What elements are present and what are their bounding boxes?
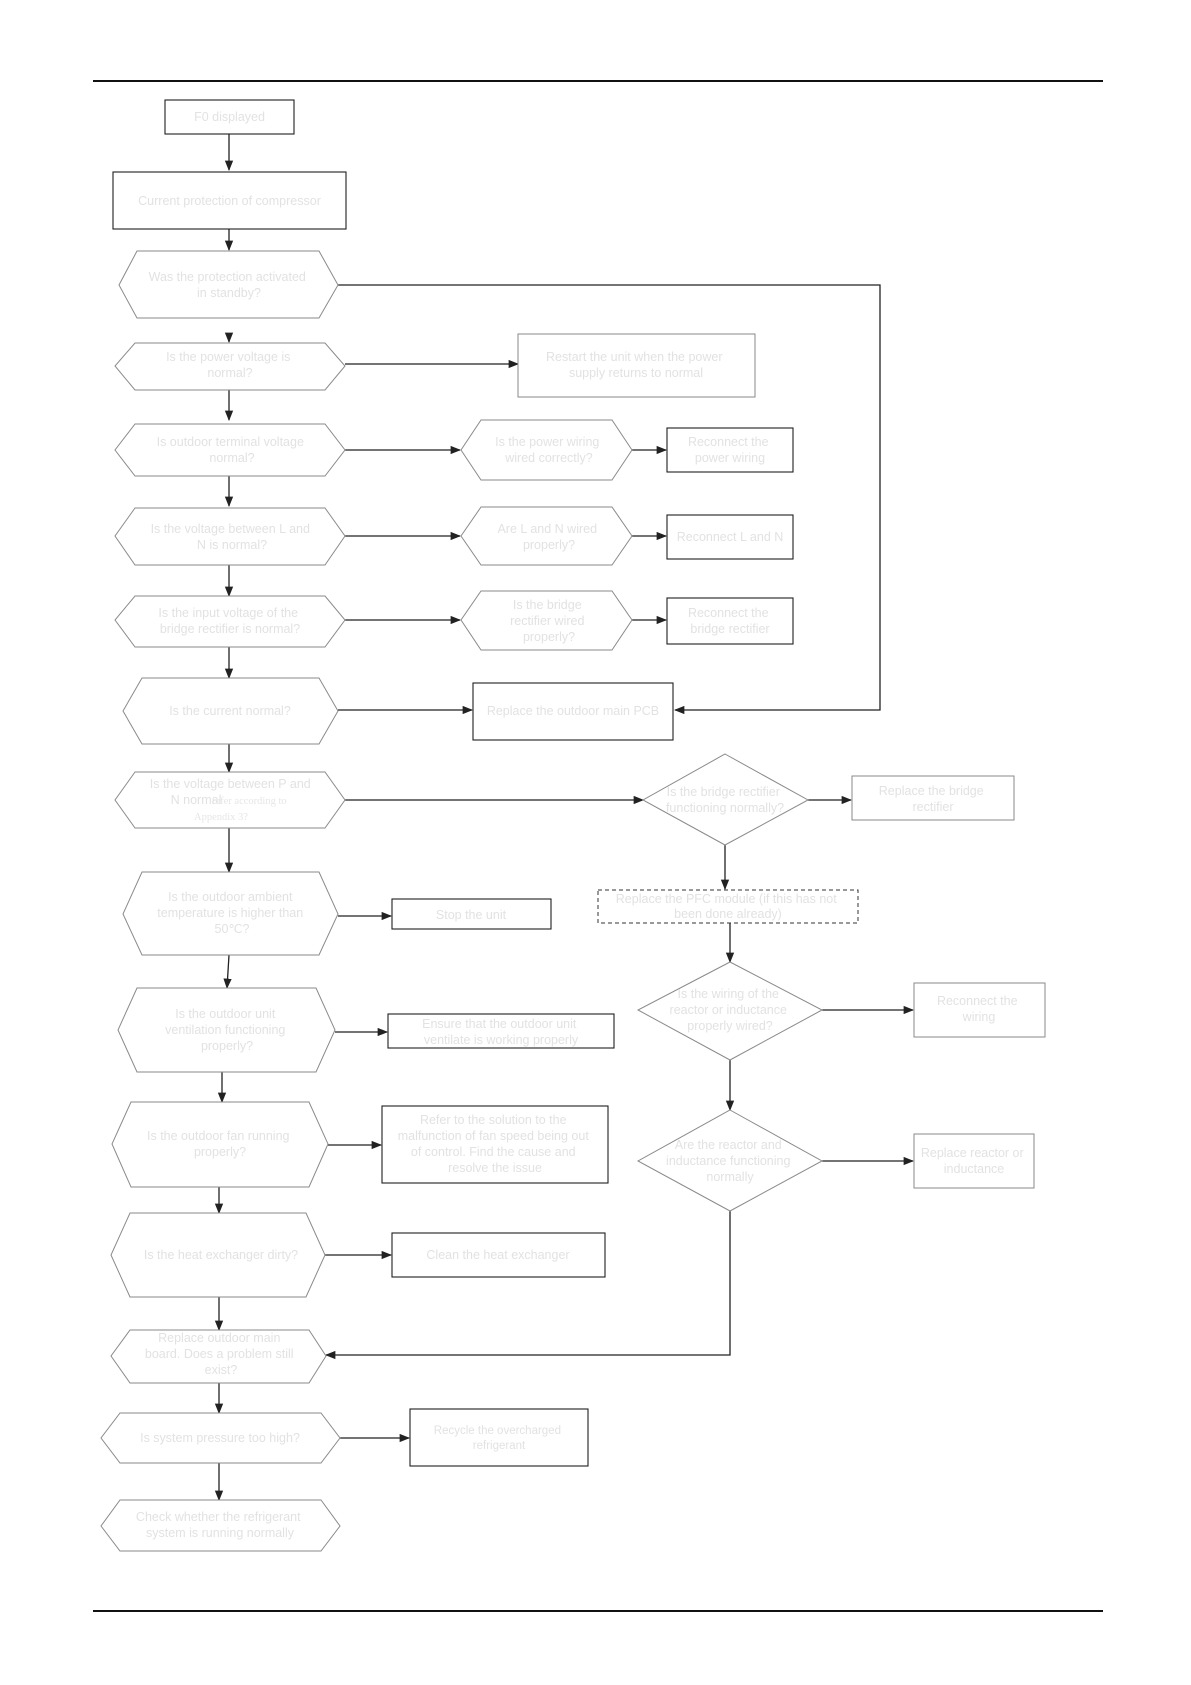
decision-terminal-voltage-label: Is outdoor terminal voltage normal? bbox=[157, 435, 308, 465]
node-reconnect-wiring: Reconnect the wiring bbox=[913, 982, 1046, 1038]
node-replace-pfc: Replace the PFC module (if this has not … bbox=[597, 889, 859, 924]
node-reconnect-power-wiring: Reconnect the power wiring bbox=[666, 427, 794, 473]
node-ensure-ventilation-label: Ensure that the outdoor unit ventilate i… bbox=[422, 1017, 580, 1047]
decision-pn-voltage: Is the voltage between P and N normal re… bbox=[114, 771, 346, 829]
decision-power-wiring-label: Is the power wiring wired correctly? bbox=[495, 435, 603, 465]
decision-ln-voltage: Is the voltage between L and N is normal… bbox=[114, 507, 346, 566]
node-current-protection-label: Current protection of compressor bbox=[138, 194, 321, 208]
decision-power-wiring: Is the power wiring wired correctly? bbox=[460, 419, 633, 481]
node-fan-solution-label: Refer to the solution to the malfunction… bbox=[398, 1113, 593, 1175]
decision-standby-label: Was the protection activated in standby? bbox=[149, 270, 310, 300]
node-restart-unit-label: Restart the unit when the power supply r… bbox=[546, 350, 726, 380]
decision-rectifier-ok-label: Is the bridge rectifier functioning norm… bbox=[666, 785, 784, 815]
decision-current-normal-label: Is the current normal? bbox=[169, 704, 291, 718]
decision-pressure: Is system pressure too high? bbox=[100, 1412, 341, 1464]
decision-rectifier-input: Is the input voltage of the bridge recti… bbox=[114, 595, 346, 648]
decision-heat-exchanger-label: Is the heat exchanger dirty? bbox=[144, 1248, 298, 1262]
node-replace-pfc-label: Replace the PFC module (if this has not … bbox=[616, 892, 840, 921]
node-stop-unit-label: Stop the unit bbox=[436, 908, 507, 922]
connectors bbox=[214, 134, 915, 1502]
node-recycle-refrigerant-label: Recycle the overcharged refrigerant bbox=[434, 1425, 564, 1452]
decision-power-voltage: Is the power voltage is normal? bbox=[114, 342, 346, 391]
node-stop-unit: Stop the unit bbox=[391, 898, 552, 930]
node-fan-solution: Refer to the solution to the malfunction… bbox=[381, 1105, 609, 1184]
node-reconnect-wiring-label: Reconnect the wiring bbox=[937, 994, 1021, 1024]
node-reconnect-power-label: Reconnect the power wiring bbox=[688, 435, 772, 465]
decision-rectifier-ok: Is the bridge rectifier functioning norm… bbox=[641, 753, 810, 846]
node-replace-rectifier-label: Replace the bridge rectifier bbox=[879, 784, 987, 814]
decision-rectifier-input-label: Is the input voltage of the bridge recti… bbox=[158, 606, 301, 636]
node-f0-label: F0 displayed bbox=[194, 110, 265, 124]
decision-pn-voltage-note: refer according to Appendix 3? bbox=[194, 796, 289, 823]
decision-reactor-ok-label: Are the reactor and inductance functioni… bbox=[666, 1138, 794, 1184]
node-clean-exchanger-label: Clean the heat exchanger bbox=[426, 1248, 569, 1262]
decision-fan-running-label: Is the outdoor fan running properly? bbox=[147, 1129, 293, 1159]
connector-standby-replace-pcb bbox=[338, 284, 881, 715]
node-reconnect-ln: Reconnect L and N bbox=[666, 514, 794, 560]
decision-replace-main-board: Replace outdoor main board. Does a probl… bbox=[110, 1329, 327, 1384]
decision-ambient-temp: Is the outdoor ambient temperature is hi… bbox=[122, 871, 339, 956]
decision-ln-voltage-label: Is the voltage between L and N is normal… bbox=[151, 522, 314, 552]
node-f0-displayed: F0 displayed bbox=[164, 99, 295, 135]
decision-pressure-label: Is system pressure too high? bbox=[140, 1431, 300, 1445]
connector-ambient-ventilation bbox=[223, 954, 232, 990]
node-clean-exchanger: Clean the heat exchanger bbox=[391, 1232, 606, 1278]
node-replace-reactor-label: Replace reactor or inductance bbox=[921, 1146, 1027, 1176]
node-reconnect-rectifier-label: Reconnect the bridge rectifier bbox=[688, 606, 772, 636]
node-current-protection: Current protection of compressor bbox=[112, 171, 347, 230]
decision-inductance-wiring-label: Is the wiring of the reactor or inductan… bbox=[670, 987, 791, 1033]
node-reconnect-ln-label: Reconnect L and N bbox=[677, 530, 784, 544]
connector-reactor-mainboard bbox=[324, 1211, 731, 1360]
decision-power-voltage-label: Is the power voltage is normal? bbox=[166, 350, 294, 380]
decision-ventilation: Is the outdoor unit ventilation function… bbox=[117, 987, 336, 1073]
decision-fan-running: Is the outdoor fan running properly? bbox=[111, 1101, 329, 1188]
decision-pn-voltage-label: Is the voltage between P and N normal bbox=[150, 777, 314, 807]
decision-terminal-voltage: Is outdoor terminal voltage normal? bbox=[114, 423, 346, 477]
decision-ventilation-label: Is the outdoor unit ventilation function… bbox=[165, 1007, 289, 1053]
decision-reactor-ok: Are the reactor and inductance functioni… bbox=[636, 1109, 824, 1212]
decision-ln-wired-label: Are L and N wired properly? bbox=[497, 522, 600, 552]
decision-standby: Was the protection activated in standby? bbox=[118, 250, 339, 319]
node-reconnect-rectifier: Reconnect the bridge rectifier bbox=[666, 597, 794, 645]
decision-heat-exchanger: Is the heat exchanger dirty? bbox=[110, 1212, 326, 1298]
node-replace-main-pcb: Replace the outdoor main PCB bbox=[472, 682, 674, 741]
decision-inductance-wiring: Is the wiring of the reactor or inductan… bbox=[636, 961, 824, 1061]
node-ensure-ventilation: Ensure that the outdoor unit ventilate i… bbox=[387, 1013, 615, 1049]
decision-rectifier-wired: Is the bridge rectifier wired properly? bbox=[460, 590, 633, 651]
decision-replace-main-board-label: Replace outdoor main board. Does a probl… bbox=[145, 1331, 297, 1377]
node-replace-reactor: Replace reactor or inductance bbox=[913, 1133, 1035, 1189]
node-restart-unit: Restart the unit when the power supply r… bbox=[517, 333, 756, 398]
node-recycle-refrigerant: Recycle the overcharged refrigerant bbox=[409, 1408, 589, 1467]
node-check-refrigerant-label: Check whether the refrigerant system is … bbox=[136, 1510, 304, 1540]
decision-current-normal: Is the current normal? bbox=[122, 677, 339, 745]
node-replace-main-pcb-label: Replace the outdoor main PCB bbox=[487, 704, 659, 718]
node-check-refrigerant: Check whether the refrigerant system is … bbox=[100, 1499, 341, 1552]
node-replace-rectifier: Replace the bridge rectifier bbox=[851, 775, 1015, 821]
decision-ln-wired: Are L and N wired properly? bbox=[460, 506, 633, 566]
decision-ambient-temp-label: Is the outdoor ambient temperature is hi… bbox=[157, 890, 306, 936]
decision-rectifier-wired-label: Is the bridge rectifier wired properly? bbox=[510, 598, 588, 644]
